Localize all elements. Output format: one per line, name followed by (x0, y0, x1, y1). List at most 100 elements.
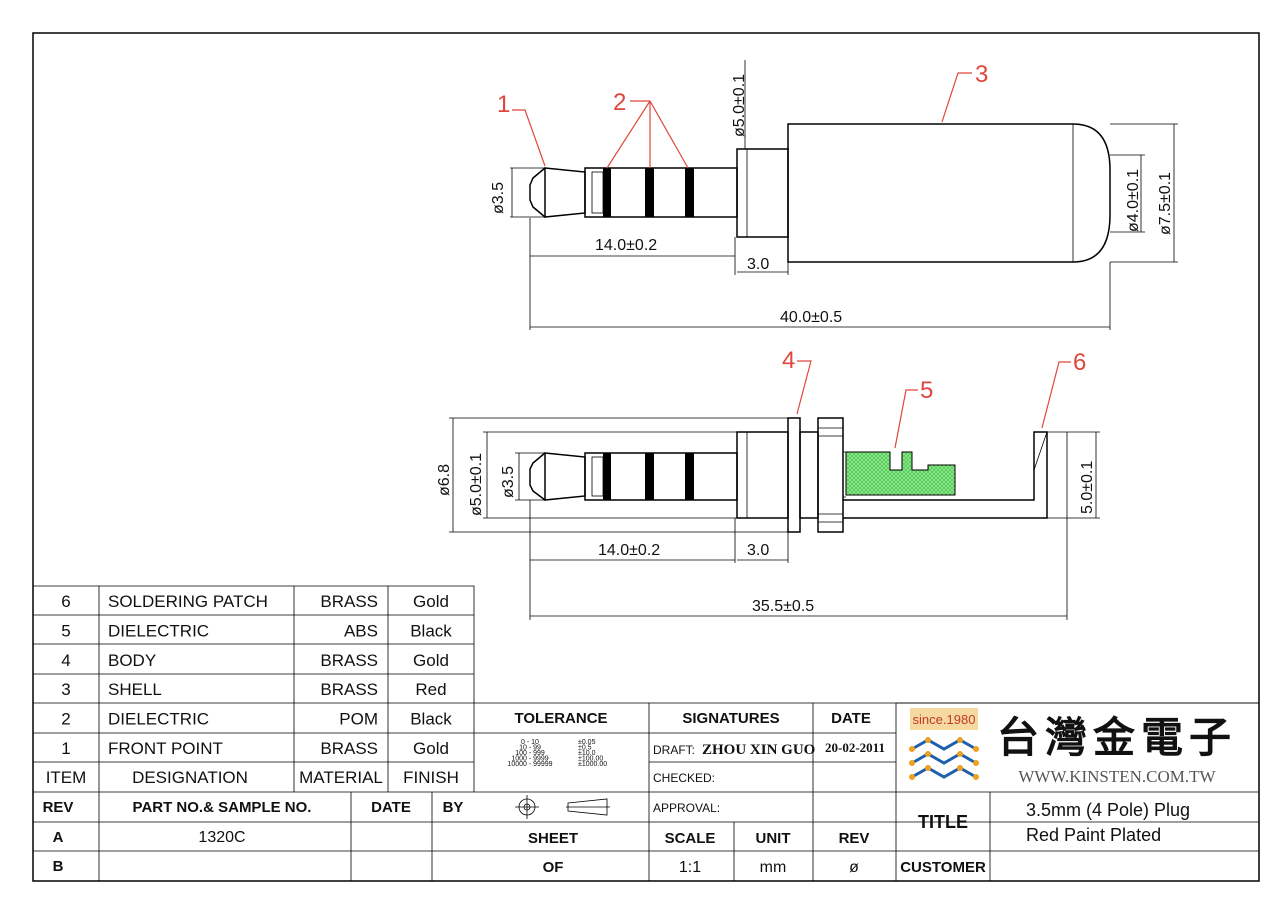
parts-header: ITEM DESIGNATION MATERIAL FINISH (46, 768, 459, 787)
solder-tab (843, 431, 1048, 519)
tolerance-value: ±0.5 (578, 745, 592, 752)
svg-text:DRAFT:: DRAFT: (653, 743, 695, 757)
callout-6: 6 (1073, 349, 1086, 376)
svg-text:BY: BY (443, 799, 464, 816)
parts-cell-finish: Black (410, 621, 452, 640)
parts-cell-finish: Black (410, 710, 452, 729)
parts-cell-item: 5 (61, 621, 70, 640)
body-flange (787, 417, 801, 533)
svg-text:A: A (53, 829, 64, 846)
tolerance-range: 10000 - 99999 (507, 761, 552, 768)
tolerance-range: 0 - 10 (521, 739, 539, 746)
svg-text:MATERIAL: MATERIAL (299, 768, 383, 787)
parts-cell-designation: DIELECTRIC (108, 710, 209, 729)
insulator-ring-3 (685, 168, 694, 217)
callout-3: 3 (975, 61, 988, 88)
parts-cell-item: 2 (61, 710, 70, 729)
parts-cell-material: BRASS (320, 739, 378, 758)
tolerance-range: 100 - 999 (515, 750, 545, 757)
insulator-ring-2 (645, 168, 654, 217)
svg-text:CUSTOMER: CUSTOMER (900, 859, 986, 876)
dim-cable-dia: ø4.0±0.1 (1125, 169, 1142, 232)
company-logo-icon (909, 737, 979, 780)
dim-pin-len-2: 14.0±0.2 (598, 542, 660, 559)
parts-cell-designation: FRONT POINT (108, 739, 223, 758)
callout-4: 4 (782, 347, 795, 374)
svg-text:TITLE: TITLE (918, 812, 968, 832)
svg-text:DESIGNATION: DESIGNATION (132, 768, 248, 787)
parts-cell-finish: Gold (413, 739, 449, 758)
shell (787, 123, 1111, 263)
section-view: 4 5 6 ø6.8 ø5.0±0.1 ø3.5 5.0±0.1 14.0±0.… (436, 347, 1100, 620)
dielectric-hatch (845, 451, 956, 496)
dim-sleeve-dia-2: ø5.0±0.1 (468, 453, 485, 516)
parts-cell-finish: Gold (413, 592, 449, 611)
parts-cell-designation: SHELL (108, 680, 162, 699)
svg-text:ZHOU XIN GUO: ZHOU XIN GUO (702, 742, 815, 758)
dim-total-len: 40.0±0.5 (780, 309, 842, 326)
callout-5: 5 (920, 377, 933, 404)
dim-flange-dia: ø6.8 (436, 464, 453, 496)
top-view: 1 2 3 ø3.5 ø5.0±0.1 ø4.0±0.1 ø7.5±0.1 14… (490, 60, 1178, 330)
tolerance-value: ±100.00 (578, 756, 603, 763)
parts-cell-item: 6 (61, 592, 70, 611)
parts-cell-finish: Gold (413, 651, 449, 670)
svg-text:1:1: 1:1 (679, 859, 701, 876)
svg-text:FINISH: FINISH (403, 768, 459, 787)
parts-cell-material: BRASS (320, 592, 378, 611)
svg-text:DATE: DATE (831, 710, 871, 727)
company-name: 台灣金電子 (997, 714, 1237, 761)
svg-text:B: B (53, 858, 64, 875)
dim-collar-len: 3.0 (747, 256, 769, 273)
parts-cell-material: BRASS (320, 680, 378, 699)
drawing-border (32, 32, 1260, 882)
svg-text:CHECKED:: CHECKED: (653, 771, 715, 785)
parts-cell-material: POM (339, 710, 378, 729)
svg-text:PART NO.& SAMPLE NO.: PART NO.& SAMPLE NO. (133, 799, 312, 816)
dim-tip-dia-2: ø3.5 (500, 466, 517, 498)
parts-cell-material: BRASS (320, 651, 378, 670)
dim-sleeve-dia: ø5.0±0.1 (731, 74, 748, 137)
parts-cell-material: ABS (344, 621, 378, 640)
svg-text:TOLERANCE: TOLERANCE (514, 710, 607, 727)
tolerance-value: ±10.0 (578, 750, 596, 757)
svg-text:1320C: 1320C (198, 829, 245, 846)
callout-1: 1 (497, 91, 510, 118)
svg-text:OF: OF (543, 859, 564, 876)
svg-text:APPROVAL:: APPROVAL: (653, 801, 720, 815)
tolerance-range: 10 - 99 (519, 745, 541, 752)
title-line-1: 3.5mm (4 Pole) Plug (1026, 800, 1190, 820)
svg-text:SIGNATURES: SIGNATURES (682, 710, 779, 727)
parts-cell-finish: Red (415, 680, 446, 699)
logo-badge (910, 708, 978, 730)
dim-tab-height: 5.0±0.1 (1079, 461, 1096, 514)
revision-block: REV PART NO.& SAMPLE NO. DATE BY A 1320C… (33, 791, 474, 881)
parts-cell-designation: DIELECTRIC (108, 621, 209, 640)
company-block: since.1980 台灣金電子 WWW.KINSTEN.COM.TW TITL… (896, 702, 1259, 881)
svg-text:DATE: DATE (371, 799, 411, 816)
tolerance-range: 1000 - 9999 (511, 756, 548, 763)
callout-2: 2 (613, 89, 626, 116)
svg-text:SCALE: SCALE (665, 830, 716, 847)
dim-body-len: 35.5±0.5 (752, 598, 814, 615)
svg-text:ITEM: ITEM (46, 768, 87, 787)
since-label: since.1980 (913, 712, 976, 727)
parts-cell-item: 3 (61, 680, 70, 699)
dim-shell-dia: ø7.5±0.1 (1157, 172, 1174, 235)
svg-text:UNIT: UNIT (756, 830, 791, 847)
dim-collar-len-2: 3.0 (747, 542, 769, 559)
svg-text:ø: ø (849, 859, 859, 876)
svg-text:REV: REV (839, 830, 870, 847)
tolerance-value: ±1000.00 (578, 761, 607, 768)
body-nut (817, 417, 844, 533)
parts-cell-item: 1 (61, 739, 70, 758)
parts-cell-designation: BODY (108, 651, 156, 670)
title-line-2: Red Paint Plated (1026, 825, 1161, 845)
company-url: WWW.KINSTEN.COM.TW (1018, 767, 1216, 786)
parts-cell-item: 4 (61, 651, 70, 670)
svg-text:20-02-2011: 20-02-2011 (825, 740, 885, 755)
svg-text:mm: mm (760, 859, 787, 876)
svg-text:REV: REV (43, 799, 74, 816)
